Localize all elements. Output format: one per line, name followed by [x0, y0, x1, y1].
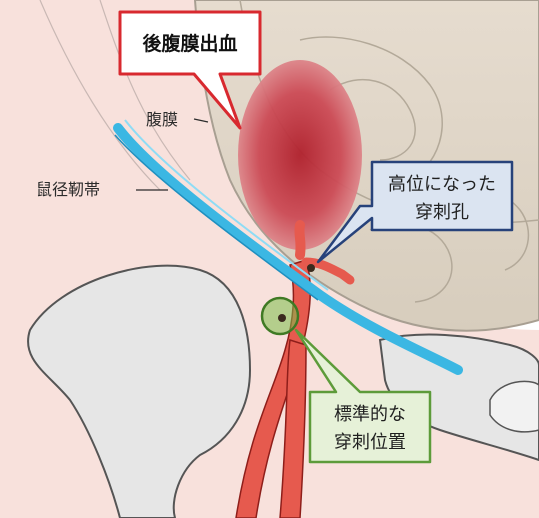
hemorrhage-label: 後腹膜出血 [142, 32, 237, 55]
standard-puncture-dot [278, 314, 286, 322]
standard-label-line2: 穿刺位置 [334, 432, 406, 453]
standard-label-line1: 標準的な [334, 404, 406, 425]
high-puncture-label-line2: 穿刺孔 [415, 202, 469, 223]
high-puncture-hole [307, 264, 315, 272]
high-puncture-label-line1: 高位になった [388, 174, 496, 195]
peritoneum-label: 腹膜 [146, 110, 178, 129]
ligament-label: 鼠径靭帯 [36, 180, 100, 199]
